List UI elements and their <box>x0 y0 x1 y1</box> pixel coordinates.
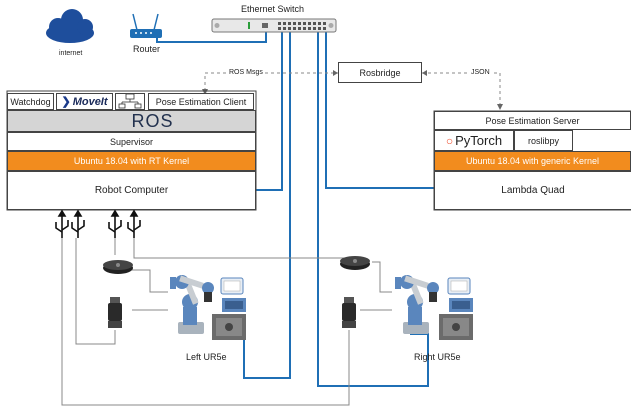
ethernet-switch-label: Ethernet Switch <box>241 4 305 14</box>
usb-cable-7 <box>372 261 392 293</box>
ros-logo-text: ROS <box>131 110 174 131</box>
moveit-box: ❯ MoveIt <box>56 93 113 110</box>
node-tree-box <box>115 93 145 110</box>
router-switch-cable <box>156 28 267 43</box>
json-arrow-left <box>422 70 427 76</box>
router-label: Router <box>133 44 161 54</box>
watchdog-label: Watchdog <box>10 96 51 107</box>
lambda-quad-name: Lambda Quad <box>501 185 565 196</box>
pytorch-label: PyTorch <box>455 133 503 148</box>
pytorch-box: ○ PyTorch <box>434 130 514 151</box>
rosbridge-box: Rosbridge <box>338 62 422 83</box>
lambda-quad-name-box: Lambda Quad <box>434 171 631 210</box>
roslibpy-label: roslibpy <box>527 135 559 146</box>
json-link <box>422 72 501 108</box>
right-ur5e-label: Right UR5e <box>414 352 461 362</box>
usb-icon-2 <box>71 209 85 238</box>
right-teach-pendant-icon <box>447 277 471 295</box>
robot-computer-name: Robot Computer <box>94 185 169 196</box>
moveit-label: MoveIt <box>72 95 108 108</box>
right-camera-icon <box>340 256 370 270</box>
robot-computer-os-box: Ubuntu 18.04 with RT Kernel <box>7 151 256 171</box>
rosbridge-label: Rosbridge <box>359 67 401 78</box>
supervisor-label: Supervisor <box>109 136 154 147</box>
right-control-box-icon <box>439 298 473 340</box>
pose-client-label: Pose Estimation Client <box>155 96 247 107</box>
usb-icon-1 <box>55 209 69 238</box>
lambda-quad-os-label: Ubuntu 18.04 with generic Kernel <box>465 156 600 166</box>
left-robot-arm-icon <box>170 275 214 334</box>
router-icon <box>130 13 162 38</box>
lambda-quad-os-box: Ubuntu 18.04 with generic Kernel <box>434 151 631 171</box>
moveit-chevron-icon: ❯ <box>61 96 71 108</box>
ros-msgs-link <box>204 72 338 91</box>
usb-cable-1 <box>61 238 350 406</box>
cloud-icon <box>46 9 94 43</box>
lambda-quad-switch-cable <box>325 28 434 189</box>
json-label: JSON <box>470 69 491 76</box>
ros-layer: ROS <box>7 110 256 132</box>
roslibpy-box: roslibpy <box>514 130 573 151</box>
supervisor-box: Supervisor <box>7 132 256 151</box>
left-ur5e-label: Left UR5e <box>186 352 227 362</box>
pose-server-label: Pose Estimation Server <box>485 115 580 126</box>
left-camera-icon <box>103 260 133 274</box>
usb-icon-3 <box>108 209 122 238</box>
ros-arrow-right <box>333 70 338 76</box>
left-control-box-icon <box>212 298 246 340</box>
left-teach-pendant-icon <box>220 277 244 295</box>
internet-label: internet <box>59 50 83 57</box>
pose-client-box: Pose Estimation Client <box>148 93 254 110</box>
usb-icon-4 <box>127 209 141 238</box>
watchdog-box: Watchdog <box>7 93 54 110</box>
json-arrow-down <box>497 104 503 110</box>
usb-cable-2 <box>75 238 116 345</box>
pytorch-flame-icon: ○ <box>445 133 454 148</box>
usb-cable-4 <box>133 238 353 259</box>
right-gripper-icon <box>342 297 356 328</box>
node-tree-icon <box>118 93 142 109</box>
robot-computer-os-label: Ubuntu 18.04 with RT Kernel <box>73 156 190 166</box>
ethernet-switch-icon <box>211 18 337 33</box>
pose-server-box: Pose Estimation Server <box>434 111 631 130</box>
ros-msgs-label: ROS Msgs <box>228 69 264 76</box>
left-gripper-icon <box>108 297 122 328</box>
robot-computer-switch-cable <box>256 28 283 191</box>
usb-cable-5 <box>132 269 168 293</box>
right-robot-arm-icon <box>395 275 439 334</box>
robot-computer-name-box: Robot Computer <box>7 171 256 210</box>
